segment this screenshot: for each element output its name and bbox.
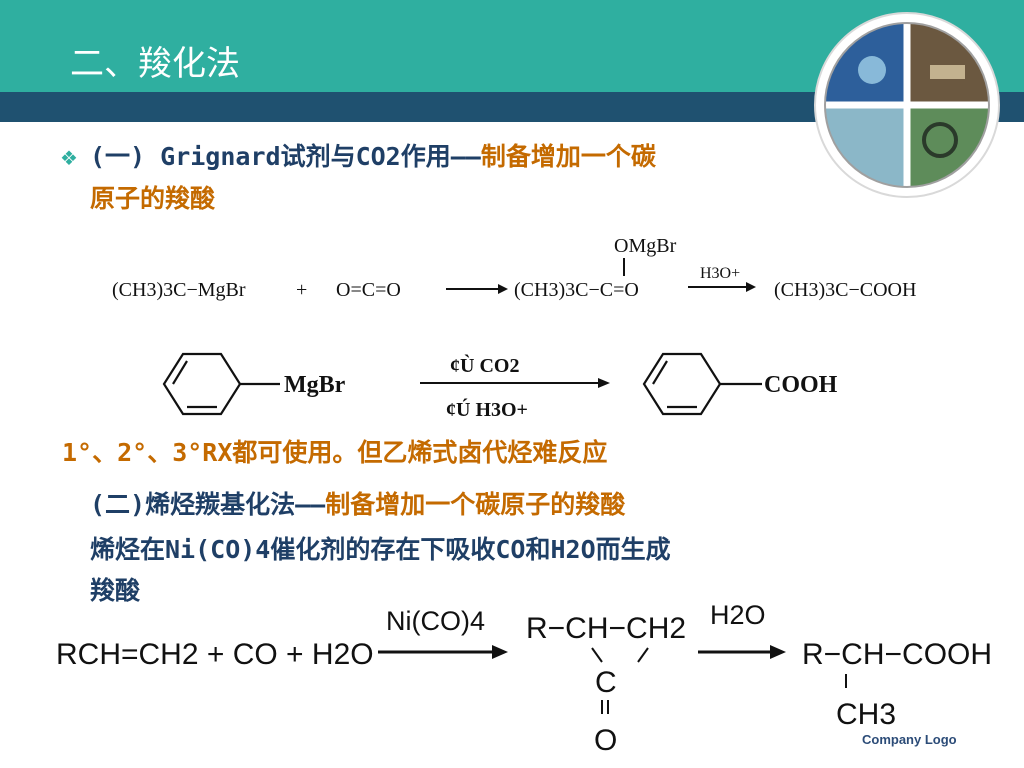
slide-title: 二、羧化法: [70, 44, 240, 84]
section2-heading: (二)烯烃羰基化法——制备增加一个碳原子的羧酸: [90, 490, 625, 520]
eq3-arrow2-head: [770, 645, 786, 659]
eq3-reagent: H2O: [710, 600, 766, 630]
section2-line2: 羧酸: [90, 576, 141, 605]
note-line: 1°、2°、3°RX都可使用。但乙烯式卤代烃难反应: [62, 438, 608, 467]
eq2-reagent-top: ¢Ù CO2: [450, 353, 519, 377]
benzene-ring-reactant: [162, 352, 280, 416]
section2-heading-prefix: (二)烯烃羰基化法——: [90, 490, 326, 519]
eq3-arrow1-head: [492, 645, 508, 659]
eq3-intermediate-o: O: [594, 724, 617, 757]
section2-line1: 烯烃在Ni(CO)4催化剂的存在下吸收CO和H2O而生成: [90, 535, 671, 564]
eq1-arrow2-head: [746, 282, 756, 292]
eq2-reactant: MgBr: [284, 372, 346, 398]
eq1-product: (CH3)3C−COOH: [774, 279, 916, 301]
eq3-ring-bond-right: [637, 647, 649, 663]
eq1-intermediate-top: OMgBr: [614, 235, 677, 257]
equation-olefin-carbonylation: RCH=CH2 + CO + H2O Ni(CO)4 R−CH−CH2 C O …: [56, 600, 992, 757]
eq3-ring-bond-left: [591, 647, 603, 663]
eq3-product-sub: CH3: [836, 698, 896, 731]
eq3-catalyst: Ni(CO)4: [386, 606, 485, 636]
company-logo: Company Logo: [862, 732, 957, 747]
eq1-arrow1-head: [498, 284, 508, 294]
bullet1-highlight: 制备增加一个碳: [480, 142, 656, 171]
eq1-reactant1: (CH3)3C−MgBr: [112, 279, 246, 301]
equation-phenyl-grignard: MgBr ¢Ù CO2 ¢Ú H3O+ COOH: [162, 352, 838, 421]
eq3-intermediate-c: C: [595, 666, 617, 699]
eq1-reagent: H3O+: [700, 265, 740, 282]
eq3-intermediate: R−CH−CH2: [526, 612, 686, 645]
eq2-product: COOH: [764, 372, 838, 398]
eq1-plus: +: [296, 279, 307, 301]
bullet1-line2: 原子的羧酸: [90, 184, 216, 213]
eq3-reactants: RCH=CH2 + CO + H2O: [56, 638, 374, 671]
eq1-reactant2: O=C=O: [336, 279, 401, 301]
eq3-product: R−CH−COOH: [802, 638, 992, 671]
diamond-bullet-icon: ❖: [60, 146, 78, 170]
decorative-photo-badge: [814, 12, 1000, 198]
benzene-ring-product: [642, 352, 762, 416]
eq2-reagent-bottom: ¢Ú H3O+: [446, 397, 528, 421]
eq1-intermediate: (CH3)3C−C=O: [514, 279, 639, 301]
bullet1-prefix: (一) Grignard试剂与CO2作用——: [90, 142, 481, 171]
eq2-arrow-head: [598, 378, 610, 388]
bullet1-line1: (一) Grignard试剂与CO2作用——制备增加一个碳: [90, 142, 656, 172]
section2-heading-highlight: 制备增加一个碳原子的羧酸: [325, 490, 626, 519]
equation-grignard-tertbutyl: (CH3)3C−MgBr + O=C=O OMgBr (CH3)3C−C=O H…: [112, 235, 916, 301]
